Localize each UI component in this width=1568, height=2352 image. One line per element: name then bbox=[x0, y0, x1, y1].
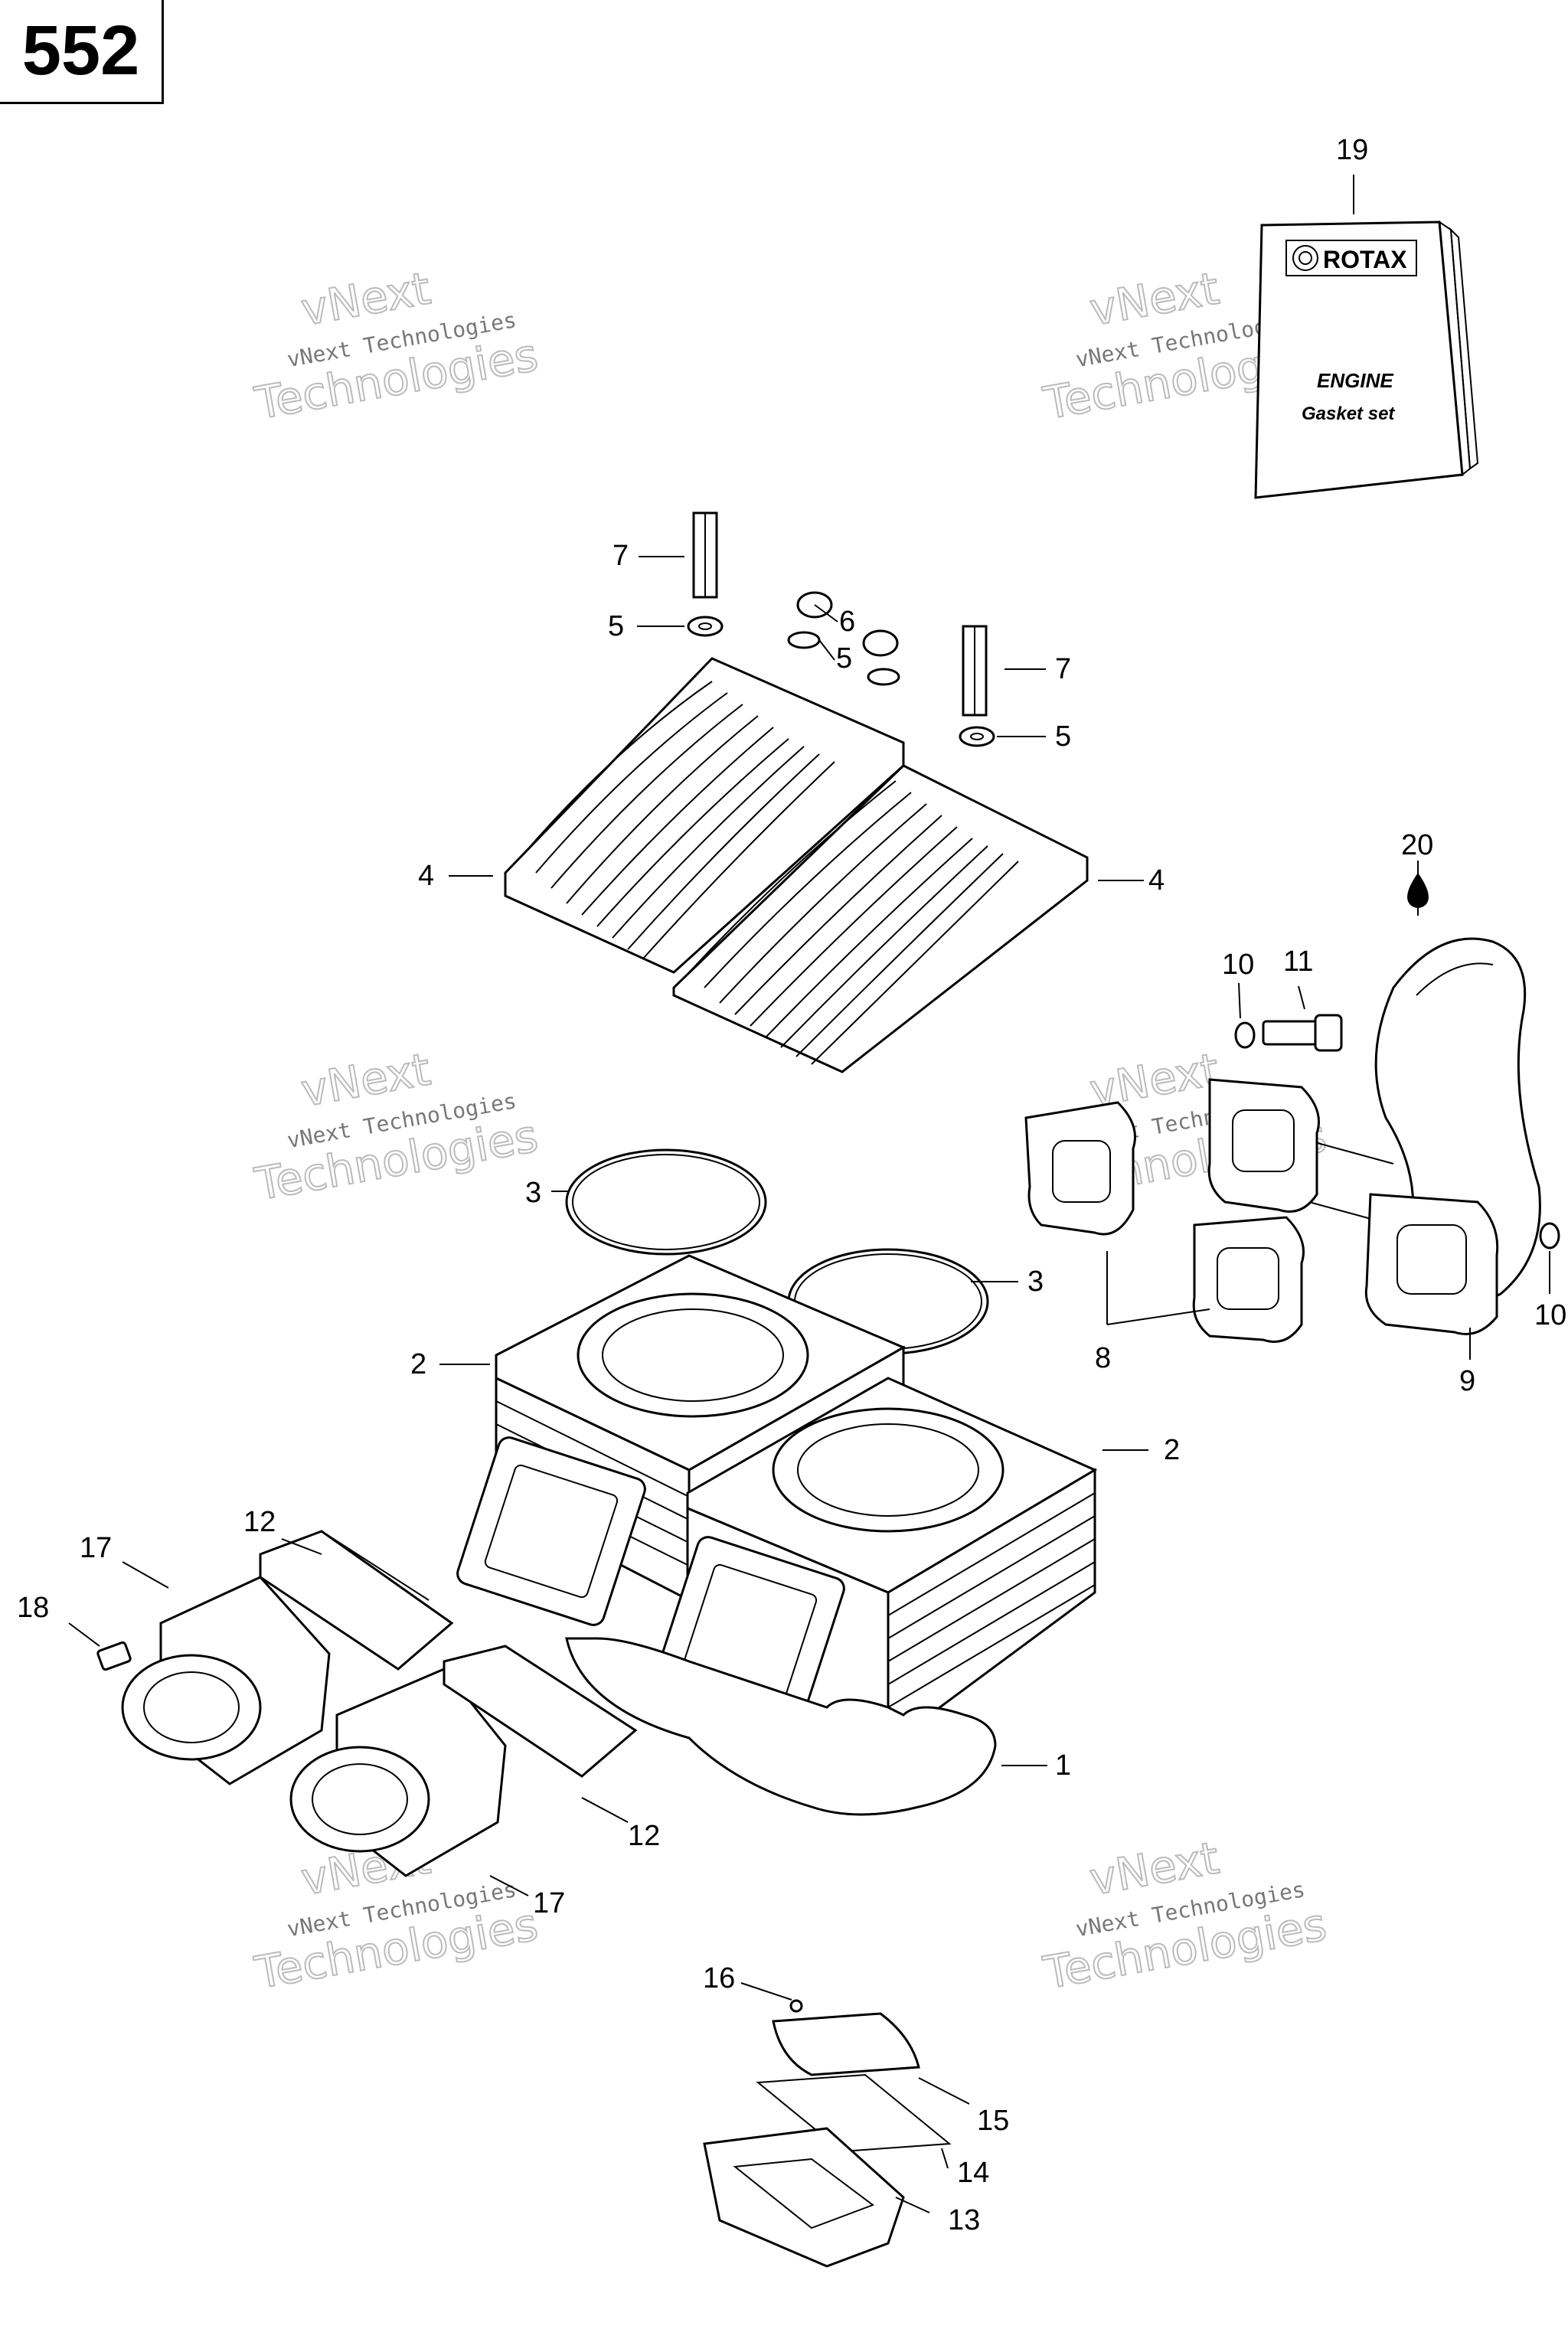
washer-right bbox=[959, 726, 995, 747]
watermark-6: vNext vNext Technologies Technologies bbox=[1039, 1831, 1331, 2000]
callout-5-left: 5 bbox=[608, 610, 624, 642]
callout-4-right: 4 bbox=[1148, 864, 1165, 897]
watermark-3: vNext vNext Technologies Technologies bbox=[250, 1042, 543, 1211]
callout-17-bottom: 17 bbox=[533, 1887, 565, 1919]
page-number: 552 bbox=[0, 0, 164, 104]
callout-13: 13 bbox=[948, 2204, 980, 2236]
leader-lines bbox=[68, 175, 1550, 2213]
screw-and-washer bbox=[1234, 1014, 1343, 1052]
cylinder-head-left bbox=[504, 657, 905, 974]
callout-17-top: 17 bbox=[80, 1532, 112, 1564]
svg-text:ROTAX: ROTAX bbox=[1323, 246, 1407, 273]
reed-stop-15 bbox=[772, 2012, 920, 2076]
exhaust-flange bbox=[1364, 1193, 1499, 1335]
cylinder-right bbox=[686, 1377, 1098, 1748]
rubber-mount-right bbox=[289, 1668, 507, 1877]
callout-19: 19 bbox=[1336, 134, 1368, 166]
callout-1: 1 bbox=[1055, 1749, 1071, 1782]
exhaust-gasket-right bbox=[1207, 1078, 1320, 1213]
callout-3-left: 3 bbox=[525, 1177, 541, 1209]
reed-cage-13 bbox=[703, 2127, 905, 2268]
callout-11: 11 bbox=[1283, 946, 1313, 978]
svg-text:ENGINE: ENGINE bbox=[1317, 369, 1393, 392]
o-ring-left bbox=[565, 1148, 767, 1256]
callout-labels: 19 7 5 6 5 7 5 4 4 20 10 11 3 3 2 2 8 9 … bbox=[17, 134, 1566, 2236]
callout-15: 15 bbox=[977, 2105, 1009, 2137]
reed-valve-right bbox=[443, 1645, 638, 1778]
callout-16: 16 bbox=[703, 1962, 735, 1994]
callout-5-center: 5 bbox=[836, 642, 852, 675]
callout-6: 6 bbox=[839, 606, 855, 638]
base-gasket bbox=[565, 1637, 997, 1816]
exhaust-gasket-left bbox=[1024, 1101, 1136, 1236]
callout-3-right: 3 bbox=[1027, 1266, 1044, 1298]
callout-20: 20 bbox=[1401, 829, 1433, 861]
screw-16 bbox=[789, 1999, 803, 2013]
callout-2-left: 2 bbox=[410, 1348, 426, 1380]
callout-9: 9 bbox=[1459, 1365, 1475, 1397]
callout-8: 8 bbox=[1095, 1342, 1111, 1374]
stud-right bbox=[962, 625, 988, 717]
cylinder-head-right bbox=[672, 764, 1089, 1073]
o-ring-left-inner bbox=[572, 1154, 760, 1250]
bolt-18 bbox=[96, 1641, 132, 1671]
reed-valve-left bbox=[259, 1530, 454, 1671]
callout-7-right: 7 bbox=[1055, 653, 1071, 685]
reed-petal-14 bbox=[756, 2073, 952, 2153]
callout-12-bottom: 12 bbox=[628, 1820, 660, 1852]
callout-4-left: 4 bbox=[418, 860, 434, 892]
callout-5-right: 5 bbox=[1055, 720, 1071, 753]
callout-14: 14 bbox=[957, 2157, 989, 2189]
stud-left bbox=[692, 511, 718, 599]
callout-12-top: 12 bbox=[243, 1506, 276, 1538]
callout-18: 18 bbox=[17, 1592, 49, 1624]
washer-left bbox=[687, 616, 724, 637]
callout-7-left: 7 bbox=[612, 540, 629, 572]
callout-10-top: 10 bbox=[1222, 949, 1254, 981]
callout-10-right: 10 bbox=[1534, 1299, 1566, 1331]
callout-2-right: 2 bbox=[1164, 1434, 1180, 1466]
svg-text:Gasket set: Gasket set bbox=[1302, 403, 1395, 424]
washer-exhaust-right bbox=[1539, 1222, 1560, 1250]
rubber-mount-left bbox=[121, 1576, 331, 1785]
watermark-1: vNext vNext Technologies Technologies bbox=[250, 261, 543, 430]
gasket-set-booklet: ROTAX ENGINE Gasket set bbox=[1254, 220, 1479, 499]
exhaust-gasket-lower bbox=[1192, 1216, 1305, 1343]
intake-ports bbox=[456, 1436, 845, 1726]
